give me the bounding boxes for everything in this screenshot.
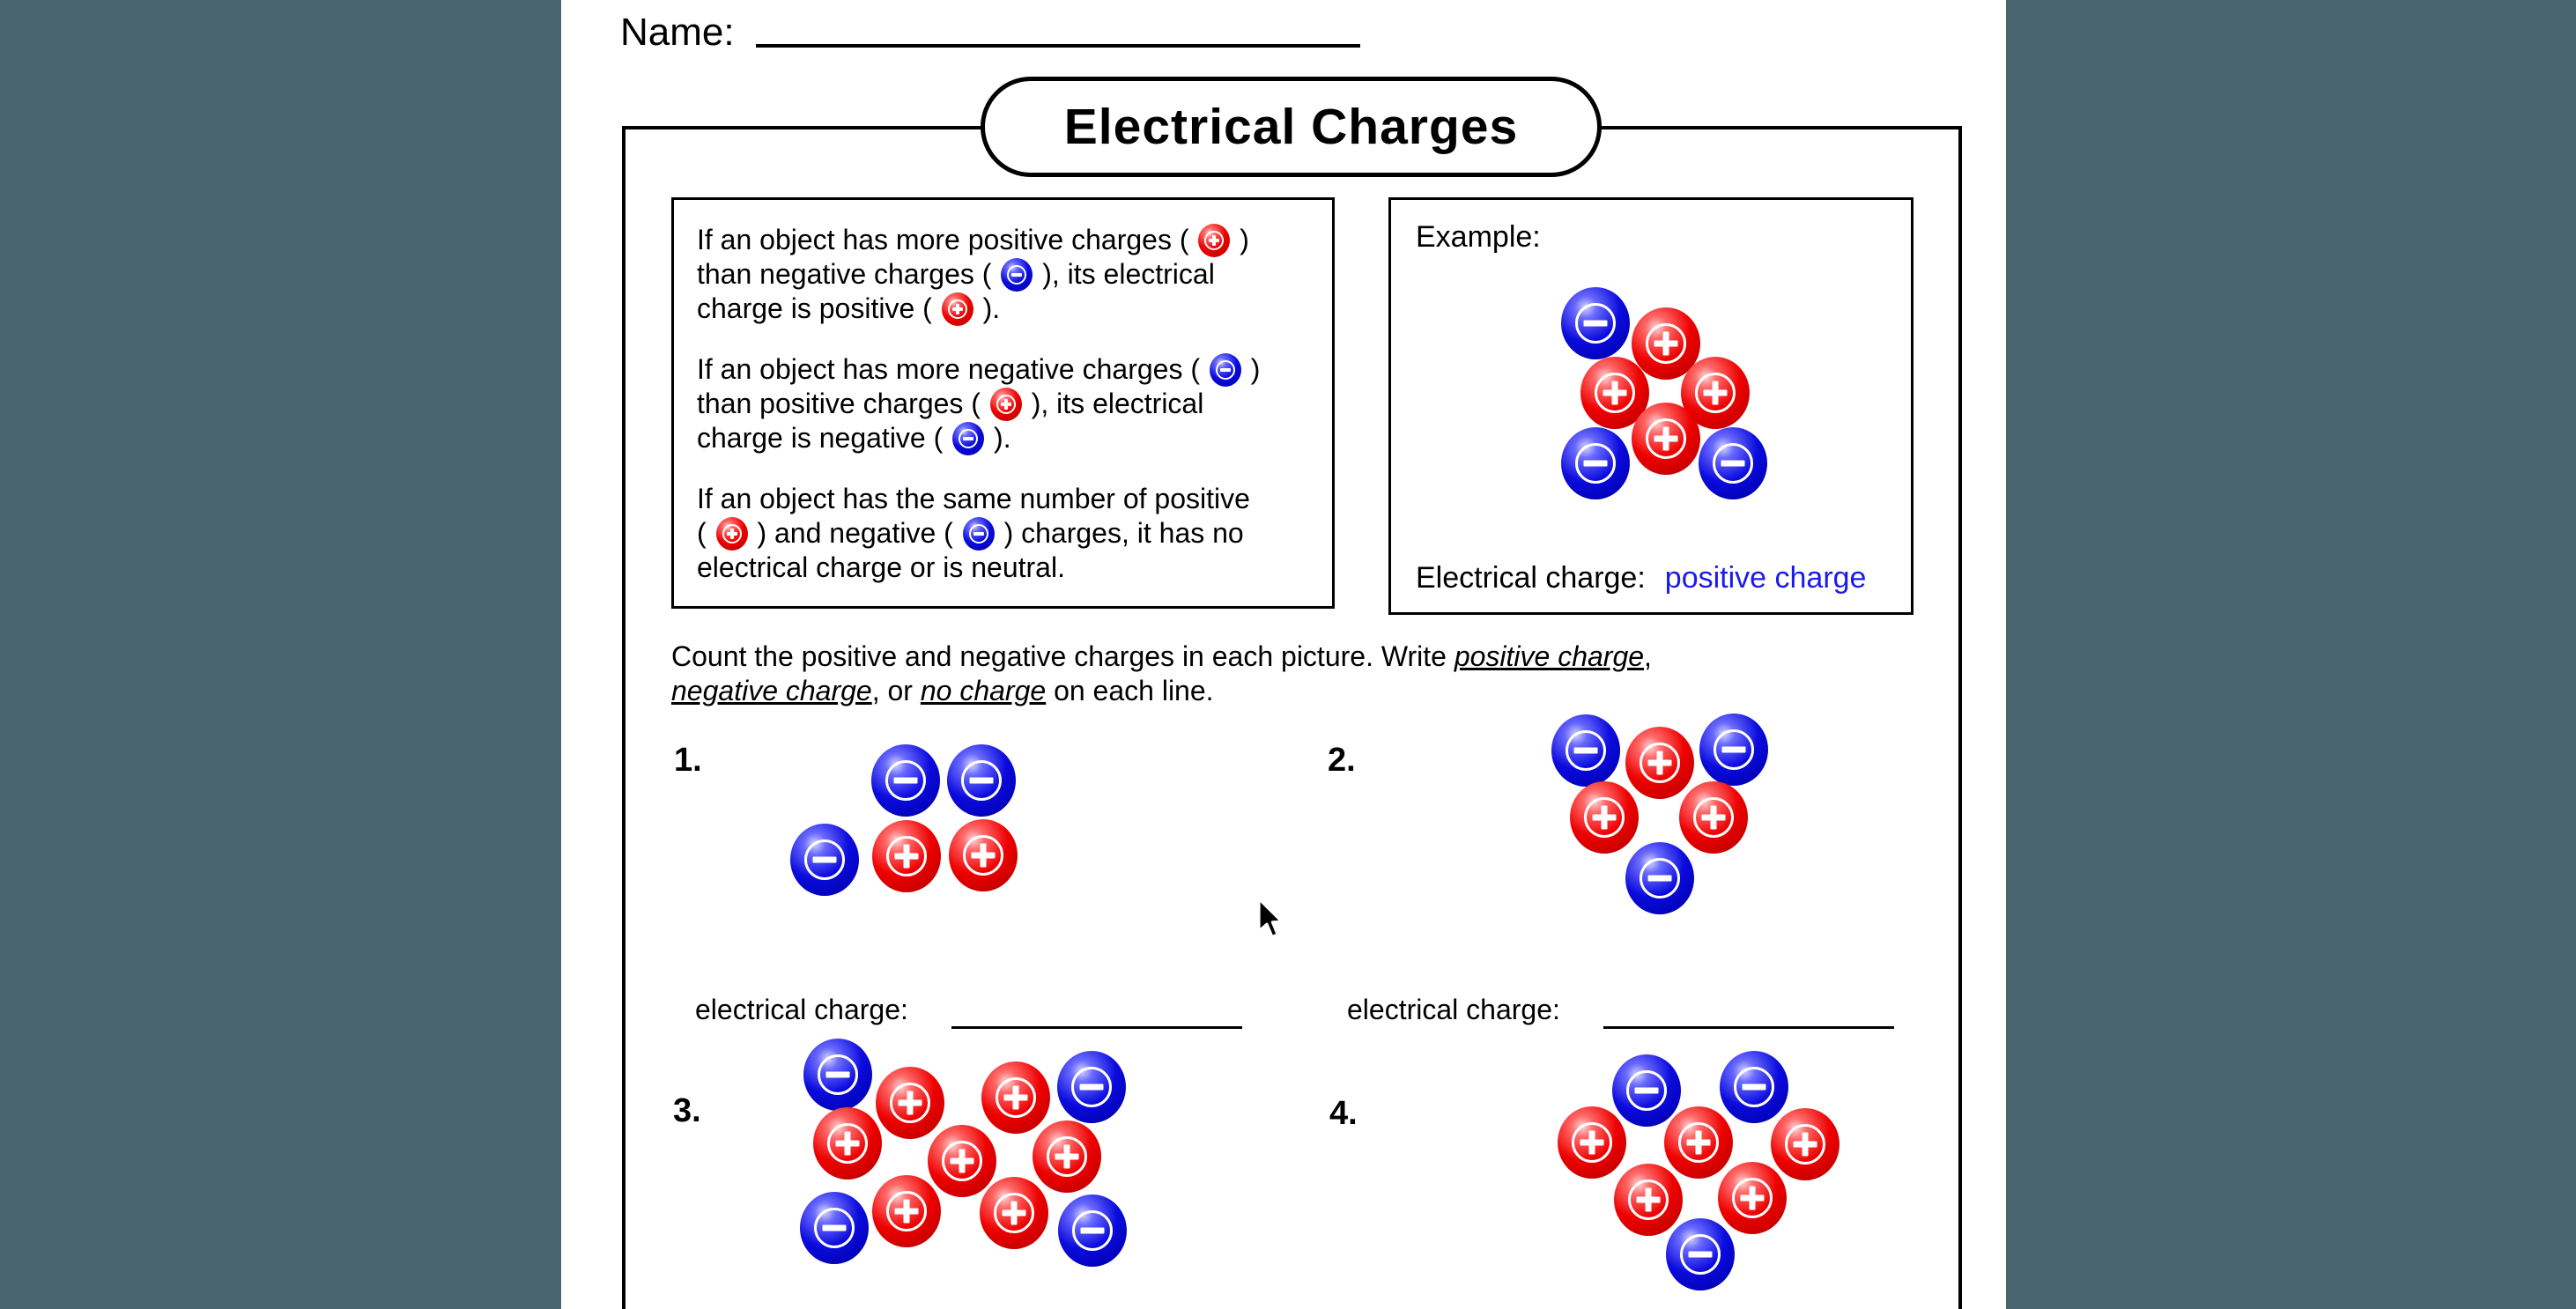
problem-4-number: 4. [1329, 1095, 1358, 1132]
task-instructions-line1: Count the positive and negative charges … [671, 640, 1652, 672]
task-instructions-line2: negative charge, or no charge on each li… [671, 675, 1214, 706]
problem-2-answer-label: electrical charge: [1347, 994, 1560, 1025]
negative-charge-icon [962, 517, 995, 551]
problem-1-number: 1. [674, 742, 702, 779]
name-label: Name: [620, 11, 735, 54]
positive-charge-icon [941, 292, 973, 326]
negative-charge-icon [1209, 353, 1241, 387]
problem-1-answer-blank[interactable] [951, 994, 1242, 1029]
negative-charge-icon [1001, 258, 1033, 292]
rules-box: If an object has more positive charges (… [671, 197, 1335, 609]
example-answer-row: Electrical charge: positive charge [1416, 561, 1866, 595]
mouse-cursor-icon [1257, 897, 1284, 939]
page-title: Electrical Charges [1063, 99, 1519, 155]
name-blank-line[interactable] [756, 7, 1360, 48]
example-label: Example: [1416, 220, 1541, 254]
negative-charge-icon [952, 422, 985, 455]
problem-2-number: 2. [1328, 742, 1356, 779]
emphasized-term: negative charge [671, 675, 872, 706]
positive-charge-icon [989, 388, 1022, 421]
example-answer-label: Electrical charge: [1416, 561, 1646, 595]
problem-3-number: 3. [673, 1092, 701, 1129]
example-answer-value: positive charge [1664, 561, 1867, 595]
emphasized-term: no charge [920, 675, 1047, 706]
example-box [1388, 197, 1913, 615]
positive-charge-icon [1198, 224, 1231, 257]
problem-1-answer-label: electrical charge: [695, 994, 908, 1025]
emphasized-term: positive charge [1454, 640, 1645, 672]
problem-2-answer-blank[interactable] [1603, 994, 1894, 1029]
worksheet-title-pill: Electrical Charges [981, 77, 1602, 177]
positive-charge-icon [715, 517, 748, 551]
